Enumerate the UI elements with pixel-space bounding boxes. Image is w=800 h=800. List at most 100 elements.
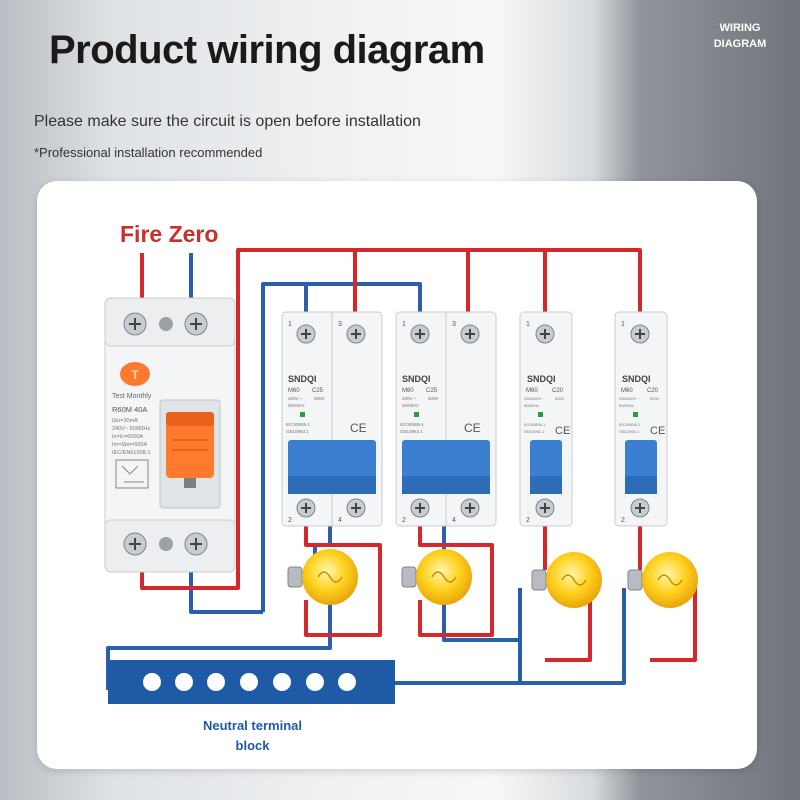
live-lamp2-wire [418,522,494,637]
breaker-1pole-2: 1 2 SNDQI M60 C20 230/400V ~ 50/60Hz 600… [614,311,668,527]
terminal-hole-icon[interactable] [207,673,225,691]
terminal-hole-icon[interactable] [306,673,324,691]
neutral-terminal-block [108,660,395,704]
breaker-rating: C20 [552,388,564,394]
breaker-voltage: 230/400V ~ [524,396,545,401]
screw-terminal-icon[interactable] [410,498,430,518]
terminal-hole-icon[interactable] [143,673,161,691]
test-button[interactable] [120,362,150,386]
breaker-frequency: 50/60Hz [524,403,539,408]
indicator-icon [414,412,419,417]
terminal-number: 1 [288,321,292,328]
live-rcbo-out-wire [140,248,642,590]
subtitle: Please make sure the circuit is open bef… [34,113,421,130]
rcbo-spec: Im=IΔm=500A [112,442,147,448]
breaker-model: M60 [621,388,633,394]
screw-terminal-icon[interactable] [123,532,147,556]
breaker-frequency: 50/60Hz [402,403,420,408]
section-tag-line1: WIRING [719,22,761,34]
breaker-standard: IEC60898-1 [286,422,311,427]
screw-terminal-icon[interactable] [535,498,555,518]
breaker-rating: C20 [647,388,659,394]
rcbo-model: R60M 40A [112,405,147,414]
terminal-hole-icon[interactable] [273,673,291,691]
terminal-number: 2 [402,517,406,524]
screw-terminal-icon[interactable] [184,532,208,556]
breaker-brand: SNDQI [402,374,431,384]
screw-terminal-icon[interactable] [460,324,480,344]
section-tag-line2: DIAGRAM [713,38,767,50]
rcbo-spec: IΔn=30mA [112,418,138,424]
lightbulb-icon [531,552,602,608]
neutral-lamp4-wire [520,588,626,685]
lightbulb-icon [627,552,698,608]
breaker-voltage: 230/400V ~ [619,396,640,401]
breaker-brand: SNDQI [527,374,556,384]
breaker-capacity: 6000 [428,396,439,401]
screw-terminal-icon[interactable] [410,324,430,344]
rcbo-toggle-lever[interactable] [166,412,214,488]
breaker-standard: GB10963.1 [619,429,640,434]
breaker-1pole-1: 1 2 SNDQI M60 C20 230/400V ~ 50/60Hz 600… [519,311,573,527]
breaker-brand: SNDQI [622,374,651,384]
rivet-icon [159,537,173,551]
breaker-2pole-2: 1 3 2 4 SNDQI M60 C25 400V ~ 50/60Hz 600… [395,311,497,527]
terminal-number: 2 [526,517,530,524]
terminal-hole-icon[interactable] [338,673,356,691]
rcbo-spec: In=Ic=6000A [112,434,144,440]
screw-terminal-icon[interactable] [184,312,208,336]
terminal-hole-icon[interactable] [175,673,193,691]
terminal-hole-icon[interactable] [240,673,258,691]
terminal-number: 3 [338,321,342,328]
breaker-brand: SNDQI [288,374,317,384]
terminal-number: 4 [452,517,456,524]
breaker-voltage: 400V ~ [288,396,303,401]
ce-mark: CE [350,421,367,435]
breaker-standard: GB10963.1 [524,429,545,434]
breaker-frequency: 50/60Hz [288,403,306,408]
screw-terminal-icon[interactable] [296,498,316,518]
breaker-rating: C25 [426,388,438,394]
terminal-number: 1 [526,321,530,328]
rcbo-breaker: T Test Monthly R60M 40A IΔn=30mA 240V~ 5… [104,297,236,573]
test-button-label: T [131,368,139,382]
breaker-standard: GB10963.1 [400,429,423,434]
breaker-capacity: 6000 [314,396,325,401]
terminal-block-label: Neutral terminal block [203,718,302,753]
terminal-number: 2 [621,517,625,524]
screw-terminal-icon[interactable] [630,498,650,518]
breaker-model: M60 [288,388,300,394]
screw-terminal-icon[interactable] [346,498,366,518]
breaker-standard: IEC60898-1 [619,422,641,427]
lightbulb-icon [401,549,472,605]
rcbo-standard: IEC/EN61008-1 [112,450,151,456]
live-lamp1-wire [304,522,382,637]
ce-mark: CE [650,425,665,437]
terminal-number: 1 [621,321,625,328]
live-lamp4-return [650,580,697,662]
screw-terminal-icon[interactable] [296,324,316,344]
breaker-model: M60 [402,388,414,394]
indicator-icon [538,412,543,417]
terminal-number: 4 [338,517,342,524]
terminal-number: 2 [288,517,292,524]
live-wires [140,248,697,662]
live-lamp3-return [545,580,592,662]
neutral-bus-wire [261,282,422,612]
breaker-model: M60 [526,388,538,394]
rcbo-spec: 240V~ 50/60Hz [112,426,150,432]
terminal-number: 3 [452,321,456,328]
installation-note: *Professional installation recommended [34,145,263,160]
test-monthly-label: Test Monthly [112,393,152,400]
breaker-standard: GB10963.1 [286,429,309,434]
lightbulb-icon [287,549,358,605]
screw-terminal-icon[interactable] [346,324,366,344]
screw-terminal-icon[interactable] [123,312,147,336]
screw-terminal-icon[interactable] [535,324,555,344]
screw-terminal-icon[interactable] [630,324,650,344]
indicator-icon [633,412,638,417]
breaker-capacity: 6000 [650,396,660,401]
screw-terminal-icon[interactable] [460,498,480,518]
ce-mark: CE [464,421,481,435]
